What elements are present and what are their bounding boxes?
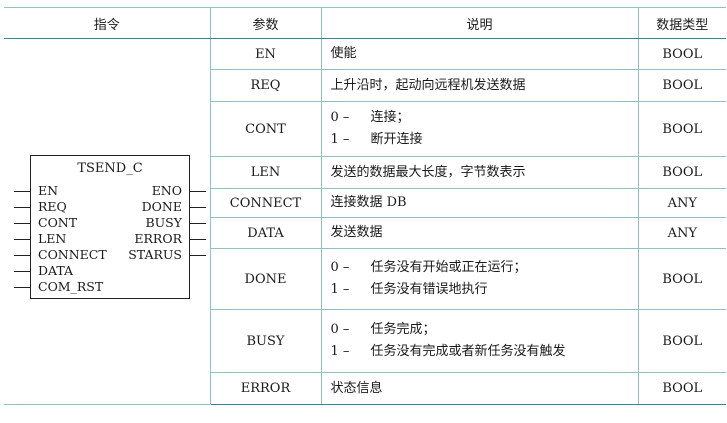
input-pin-label: CONNECT: [38, 247, 107, 262]
param-cell: REQ: [210, 69, 322, 102]
param-cell: DONE: [210, 248, 322, 310]
param-cell: LEN: [210, 156, 322, 189]
description-line: 0 – 任务完成；: [331, 319, 638, 341]
description-line: 1 – 任务没有错误地执行: [331, 279, 638, 301]
data-type-cell: BOOL: [637, 101, 726, 157]
description-cell: 0 – 连接； 1 – 断开连接: [320, 101, 639, 157]
option-value: 0 –: [330, 322, 350, 337]
param-cell: BUSY: [210, 309, 322, 373]
option-text: 断开连接: [370, 132, 423, 147]
option-value: 0 –: [330, 110, 350, 125]
param-cell: DATA: [210, 217, 322, 249]
description-line: 发送的数据最大长度，字节数表示: [330, 164, 526, 180]
description-line: 连接数据 DB: [330, 195, 407, 210]
input-pin-label: DATA: [38, 263, 74, 278]
description-cell: 发送的数据最大长度，字节数表示: [320, 156, 639, 189]
param-cell: EN: [209, 38, 322, 70]
description-cell: 使能: [320, 38, 639, 70]
output-pin-line: [190, 191, 206, 192]
option-text: 任务没有开始或正在运行；: [370, 260, 527, 275]
table-row: ERROR 状态信息 BOOL: [4, 372, 726, 405]
data-type-cell: BOOL: [637, 248, 726, 310]
option-value: 0 –: [330, 260, 350, 275]
description-cell: 状态信息: [320, 372, 639, 405]
description-line: 1 – 断开连接: [331, 129, 638, 151]
table-row: LEN 发送的数据最大长度，字节数表示 BOOL: [4, 156, 726, 189]
option-text: 任务完成；: [370, 322, 436, 337]
output-pin-label: DONE: [141, 199, 182, 214]
input-pin-label: REQ: [38, 199, 67, 214]
input-pin-label: LEN: [38, 231, 67, 246]
input-pin-line: [14, 191, 30, 192]
input-pin-label: EN: [38, 183, 59, 198]
input-pin-line: [14, 239, 30, 240]
table-row: CONNECT 连接数据 DB ANY: [4, 188, 726, 218]
input-pin-line: [14, 271, 30, 272]
description-cell: 0 – 任务没有开始或正在运行； 1 – 任务没有错误地执行: [320, 248, 639, 310]
param-cell: CONT: [210, 101, 322, 157]
header-description: 说明: [320, 7, 639, 39]
input-pin-line: [14, 207, 30, 208]
output-pin-label: STARUS: [128, 247, 182, 262]
description-cell: 发送数据: [320, 217, 639, 249]
data-type-cell: BOOL: [637, 69, 726, 102]
description-line: 1 – 任务没有完成或者新任务没有触发: [331, 341, 638, 363]
param-cell: ERROR: [210, 372, 322, 405]
option-value: 1 –: [330, 282, 350, 297]
option-value: 1 –: [330, 344, 350, 359]
option-text: 任务没有完成或者新任务没有触发: [370, 344, 566, 359]
table-row: DATA 发送数据 ANY: [4, 217, 726, 249]
description-cell: 0 – 任务完成； 1 – 任务没有完成或者新任务没有触发: [320, 309, 639, 373]
output-pin-line: [190, 239, 206, 240]
table-header-row: 指令 参数 说明 数据类型: [4, 7, 726, 39]
output-pin-label: ENO: [151, 183, 182, 198]
table-row: CONT 0 – 连接； 1 – 断开连接 BOOL: [4, 101, 726, 157]
output-pin-line: [190, 255, 206, 256]
header-instruction: 指令: [4, 7, 211, 39]
block-title: TSEND_C: [77, 161, 143, 176]
data-type-cell: BOOL: [637, 38, 726, 70]
header-data-type: 数据类型: [637, 7, 726, 39]
data-type-cell: BOOL: [637, 156, 726, 189]
description-line: 上升沿时，起动向远程机发送数据: [330, 77, 526, 93]
option-text: 任务没有错误地执行: [370, 282, 488, 297]
table-row: BUSY 0 – 任务完成； 1 – 任务没有完成或者新任务没有触发 BOOL: [4, 309, 726, 373]
output-pin-label: ERROR: [134, 231, 182, 246]
output-pin-label: BUSY: [145, 215, 182, 230]
description-line: 使能: [330, 46, 357, 61]
option-text: 连接；: [370, 110, 410, 125]
header-parameter: 参数: [209, 7, 322, 39]
description-cell: 上升沿时，起动向远程机发送数据: [320, 69, 639, 102]
option-value: 1 –: [330, 132, 350, 147]
data-type-cell: BOOL: [637, 309, 726, 373]
description-line: 0 – 连接；: [331, 107, 638, 129]
output-pin-line: [190, 223, 206, 224]
description-line: 发送数据: [330, 225, 383, 240]
param-cell: CONNECT: [210, 188, 322, 218]
input-pin-line: [14, 223, 30, 224]
output-pin-line: [190, 207, 206, 208]
input-pin-line: [14, 255, 30, 256]
description-line: 状态信息: [330, 380, 383, 396]
data-type-cell: ANY: [637, 217, 726, 249]
description-cell: 连接数据 DB: [320, 188, 639, 218]
data-type-cell: ANY: [637, 188, 726, 218]
description-line: 0 – 任务没有开始或正在运行；: [331, 257, 638, 279]
input-pin-line: [14, 287, 30, 288]
table-row: DONE 0 – 任务没有开始或正在运行； 1 – 任务没有错误地执行 BOOL: [4, 248, 726, 310]
input-pin-label: COM_RST: [38, 279, 104, 294]
input-pin-label: CONT: [38, 215, 78, 230]
table-row: REQ 上升沿时，起动向远程机发送数据 BOOL: [4, 69, 726, 102]
data-type-cell: BOOL: [637, 372, 726, 405]
